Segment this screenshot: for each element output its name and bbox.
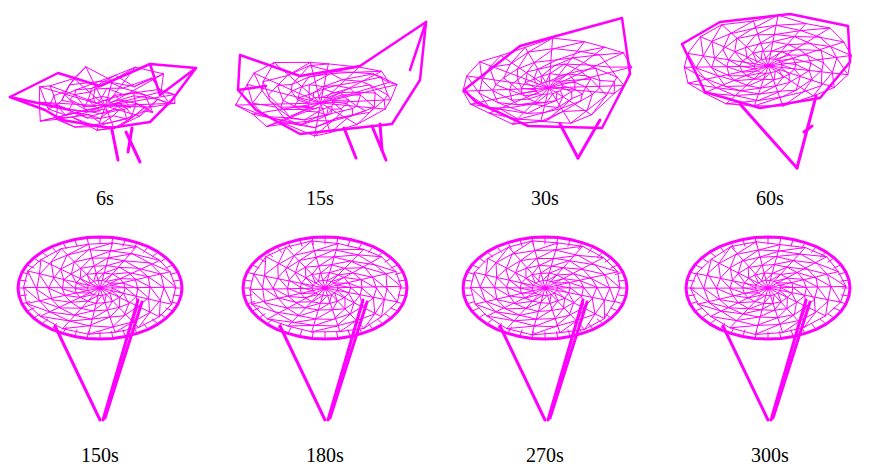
mesh-edge	[238, 86, 266, 90]
support-leg	[560, 124, 578, 158]
mesh-outline	[464, 18, 630, 128]
time-label: 30s	[531, 186, 559, 210]
support-leg	[55, 326, 100, 420]
mesh-edge	[10, 97, 70, 110]
support-leg	[128, 128, 132, 152]
support-leg	[112, 130, 118, 160]
support-leg	[548, 300, 583, 420]
time-label: 270s	[526, 443, 564, 467]
support-leg	[380, 124, 382, 150]
rim-outline	[686, 237, 850, 339]
time-label: 180s	[306, 443, 344, 467]
time-label: 60s	[756, 186, 784, 210]
support-leg	[723, 326, 768, 420]
rim-ticks	[18, 237, 182, 339]
mesh-figures	[10, 14, 851, 420]
support-leg	[500, 326, 545, 420]
support-leg	[550, 302, 587, 418]
time-label: 6s	[96, 186, 114, 210]
rim-outline	[18, 237, 182, 339]
rim-ticks	[463, 237, 627, 339]
time-label: 150s	[81, 443, 119, 467]
support-leg	[773, 302, 810, 418]
mesh-outline	[238, 22, 426, 134]
support-leg	[771, 300, 806, 420]
mesh-edge	[410, 22, 426, 70]
support-leg	[740, 104, 797, 168]
support-leg	[804, 126, 812, 132]
time-label: 15s	[306, 186, 334, 210]
rim-ticks	[243, 237, 407, 339]
mesh-edge	[150, 64, 196, 95]
time-label: 300s	[751, 443, 789, 467]
support-leg	[330, 302, 367, 418]
mesh-lines	[471, 241, 620, 335]
support-leg	[328, 300, 363, 420]
mesh-lines	[463, 38, 632, 124]
support-leg	[344, 128, 356, 158]
rim-ticks	[686, 237, 850, 339]
support-leg	[578, 120, 600, 158]
mesh-outline	[682, 14, 850, 108]
mesh-outline	[10, 64, 196, 128]
rim-outline	[243, 237, 407, 339]
support-leg	[103, 300, 138, 420]
mesh-lines	[250, 241, 401, 332]
support-leg	[105, 302, 142, 418]
support-leg	[372, 126, 386, 160]
support-leg	[280, 326, 325, 420]
rim-outline	[463, 237, 627, 339]
support-leg	[797, 96, 816, 168]
